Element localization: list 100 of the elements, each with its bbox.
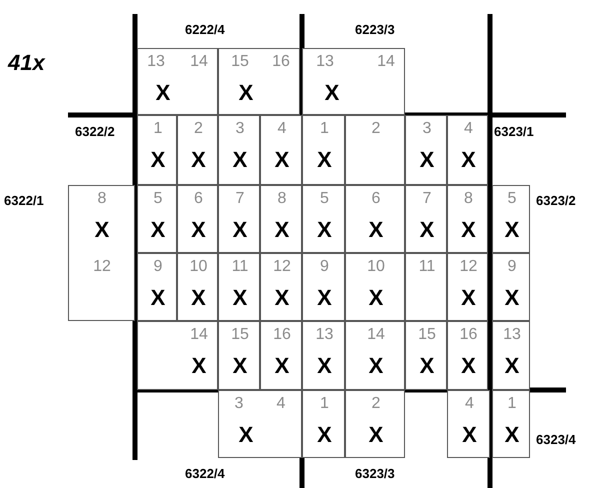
cell-number: 2	[194, 120, 203, 138]
mark-x: X	[238, 81, 254, 105]
cell-number: 6	[372, 190, 380, 208]
parcel-cell	[260, 253, 302, 321]
parcel-cell	[405, 253, 447, 321]
mark-x: X	[504, 286, 520, 310]
cell-number: 4	[464, 120, 473, 138]
sheet-label: 6322/2	[75, 124, 115, 139]
sheet-label: 6323/4	[536, 432, 576, 447]
parcel-cell	[447, 321, 488, 390]
parcel-cell	[177, 253, 218, 321]
parcel-cell	[302, 48, 405, 115]
mark-x: X	[150, 148, 166, 172]
cell-number: 3	[234, 395, 244, 413]
mark-x: X	[191, 218, 206, 242]
sheet-label: 6322/1	[4, 193, 44, 208]
parcel-cell	[447, 185, 488, 253]
parcel-cell	[345, 321, 405, 390]
cell-number: 13	[316, 53, 334, 71]
cell-number: 4	[276, 395, 286, 413]
mark-x: X	[504, 218, 520, 242]
mark-x: X	[461, 148, 476, 172]
parcel-cell	[405, 185, 447, 253]
mark-x: X	[192, 354, 206, 378]
mark-x: X	[191, 148, 206, 172]
parcel-cell	[260, 321, 302, 390]
cell-number: 10	[190, 258, 208, 276]
cell-number: 9	[508, 258, 516, 276]
mark-x: X	[317, 423, 332, 447]
parcel-cell	[218, 185, 260, 253]
cell-number: 15	[231, 326, 249, 344]
parcel-cell	[492, 390, 530, 458]
sheet-label: 6223/3	[355, 22, 395, 37]
cell-number: 2	[372, 395, 380, 413]
parcel-cell	[345, 185, 405, 253]
cell-number: 10	[367, 258, 385, 276]
parcel-cell	[345, 390, 405, 458]
cell-number: 1	[154, 120, 162, 138]
cell-number: 5	[320, 190, 329, 208]
cell-number: 12	[460, 258, 478, 276]
parcel-cell	[447, 390, 490, 458]
sheet-label: 6323/3	[355, 466, 395, 481]
mark-x: X	[368, 423, 384, 447]
parcel-cell	[218, 253, 260, 321]
parcel-cell	[137, 321, 218, 390]
mark-x: X	[274, 354, 290, 378]
sheet-label: 6323/1	[494, 124, 534, 139]
parcel-cell	[218, 48, 300, 115]
cell-number: 13	[147, 53, 165, 71]
mark-x: X	[368, 218, 384, 242]
cell-number: 14	[190, 53, 208, 71]
parcel-cell	[177, 185, 218, 253]
parcel-cell	[68, 185, 135, 321]
cell-number: 3	[236, 120, 244, 138]
cell-number: 13	[316, 326, 334, 344]
mark-x: X	[238, 423, 254, 447]
cell-number: 9	[154, 258, 162, 276]
mark-x: X	[461, 218, 476, 242]
mark-x: X	[420, 218, 434, 242]
parcel-cell	[260, 115, 302, 185]
mark-x: X	[232, 354, 248, 378]
mark-x: X	[420, 148, 434, 172]
group-label: 41x	[8, 50, 45, 76]
cell-number: 11	[418, 258, 436, 276]
mark-x: X	[232, 286, 248, 310]
cell-number: 9	[320, 258, 329, 276]
mark-x: X	[274, 218, 290, 242]
parcel-cell	[345, 253, 405, 321]
mark-x: X	[94, 218, 110, 242]
mark-x: X	[317, 354, 332, 378]
cell-number: 1	[508, 395, 516, 413]
cell-number: 3	[422, 120, 432, 138]
cell-number: 13	[503, 326, 521, 344]
parcel-cell	[137, 185, 177, 253]
mark-x: X	[324, 81, 340, 105]
cell-number: 7	[422, 190, 432, 208]
sheet-label: 6323/2	[536, 193, 576, 208]
cell-number: 5	[154, 190, 162, 208]
parcel-cell	[405, 115, 447, 185]
cell-number: 8	[278, 190, 286, 208]
mark-x: X	[504, 423, 520, 447]
mark-x: X	[317, 218, 332, 242]
cell-number: 12	[273, 258, 291, 276]
parcel-cell	[492, 253, 530, 321]
cell-number: 11	[232, 258, 248, 276]
cell-number: 14	[190, 326, 208, 344]
parcel-cell	[177, 115, 218, 185]
parcel-cell	[345, 115, 405, 185]
parcel-cell	[302, 185, 345, 253]
mark-x: X	[420, 354, 434, 378]
parcel-cell	[137, 115, 177, 185]
cell-number: 1	[320, 120, 329, 138]
mark-x: X	[462, 423, 477, 447]
mark-x: X	[317, 286, 332, 310]
mark-x: X	[191, 286, 206, 310]
cell-number: 16	[273, 326, 291, 344]
mark-x: X	[274, 148, 290, 172]
parcel-cell	[492, 185, 530, 253]
cell-number: 16	[460, 326, 478, 344]
parcel-cell	[302, 390, 345, 458]
